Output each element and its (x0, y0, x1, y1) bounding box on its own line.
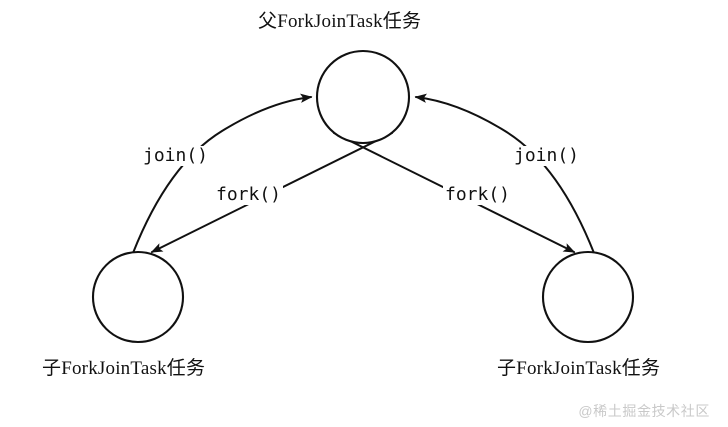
node-parent-task[interactable] (315, 49, 411, 145)
edge-join-left (132, 93, 313, 254)
child-task-left-label: 子ForkJoinTask任务 (42, 358, 206, 379)
child-task-right-label: 子ForkJoinTask任务 (497, 358, 661, 379)
edge-label-fork-left: fork() (214, 184, 284, 205)
edge-join-right (414, 93, 595, 254)
parent-task-label: 父ForkJoinTask任务 (258, 11, 422, 32)
node-child-task-right[interactable] (541, 250, 635, 344)
edge-label-join-left: join() (141, 145, 211, 166)
watermark: @稀土掘金技术社区 (578, 403, 710, 419)
node-child-task-left[interactable] (91, 250, 185, 344)
edge-label-fork-right: fork() (443, 184, 513, 205)
edge-label-join-right: join() (512, 145, 582, 166)
